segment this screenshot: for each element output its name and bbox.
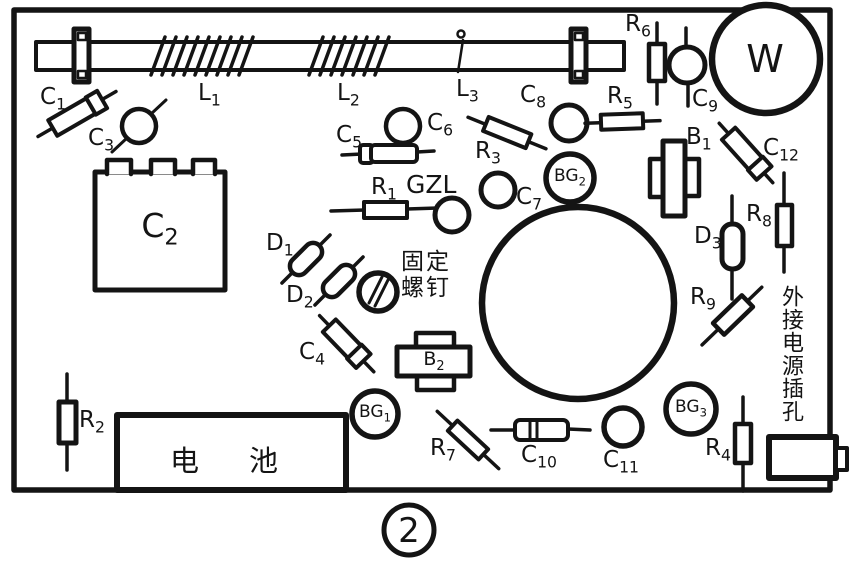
fixing-screw [356, 270, 400, 314]
label-c2: C2 [141, 205, 179, 251]
transformer-b2 [394, 330, 473, 393]
label-c3: C3 [88, 125, 115, 155]
tuning-capacitor-circle [478, 203, 678, 403]
diode-d2 [313, 255, 365, 307]
label-r6: R6 [625, 11, 651, 41]
coil-l3 [456, 29, 466, 74]
coil-l2 [307, 35, 391, 77]
capacitor-c3 [110, 98, 168, 154]
capacitor-c5 [340, 143, 436, 165]
diode-d3 [719, 194, 746, 301]
resistor-r1 [329, 200, 440, 220]
resistor-r9 [700, 285, 764, 347]
label-l3: L3 [456, 76, 479, 106]
label-l2: L2 [337, 80, 360, 110]
label-d1: D1 [266, 230, 294, 260]
transistor-bg1 [349, 388, 401, 440]
label-gzl: GZL [406, 170, 457, 199]
capacitor-c6 [383, 106, 423, 146]
capacitor-c8 [548, 102, 590, 144]
label-c5: C5 [336, 122, 363, 152]
label-r1: R1 [371, 174, 397, 204]
label-c12: C12 [763, 135, 799, 165]
label-r9: R9 [690, 284, 716, 314]
label-c7: C7 [516, 184, 543, 214]
label-external-power-jack: 外接电源插孔 [778, 285, 803, 423]
label-r4: R4 [705, 435, 731, 465]
battery-box [114, 412, 349, 493]
label-b2: B2 [423, 348, 445, 374]
coil-l1 [149, 35, 255, 77]
capacitor-c1 [36, 88, 118, 139]
resistor-r3 [466, 114, 548, 151]
label-c9: C9 [692, 86, 719, 116]
figure-number-circle [381, 502, 437, 558]
power-jack [766, 434, 849, 481]
label-l1: L1 [198, 80, 221, 110]
label-d3: D3 [694, 223, 722, 253]
label-r8: R8 [746, 201, 772, 231]
label-bg3: BG3 [675, 397, 707, 420]
capacitor-c12 [717, 121, 775, 185]
transistor-bg3 [663, 381, 719, 437]
label-d2: D2 [286, 282, 314, 312]
label-r2: R2 [79, 407, 105, 437]
capacitor-c2-block [92, 157, 228, 293]
resistor-r7 [435, 409, 501, 471]
label-screw-line2: 螺钉 [401, 275, 451, 301]
label-c1: C1 [40, 84, 67, 114]
label-bg1: BG1 [359, 402, 391, 425]
rod-clip-right [568, 26, 589, 85]
resistor-r6 [646, 21, 668, 106]
rod-clip-left [71, 26, 92, 85]
figure-number: 2 [398, 511, 420, 551]
label-b1: B1 [686, 124, 712, 154]
resistor-r8 [774, 171, 795, 274]
capacitor-c11 [601, 405, 645, 449]
capacitor-c10 [489, 418, 592, 442]
label-r7: R7 [430, 435, 456, 465]
transformer-b1 [647, 138, 702, 219]
gzl-hole [432, 195, 472, 235]
board-outline [11, 7, 833, 493]
label-screw-line1: 固定 [401, 249, 451, 275]
label-battery: 电池 [170, 444, 329, 478]
resistor-r4 [732, 395, 754, 493]
label-bg2: BG2 [554, 166, 586, 189]
potentiometer-w [708, 1, 824, 117]
label-w: W [746, 37, 784, 81]
label-r3: R3 [475, 138, 501, 168]
resistor-r5 [583, 111, 662, 132]
diode-d1 [280, 233, 332, 285]
capacitor-c9 [666, 26, 708, 108]
resistor-r2 [56, 372, 79, 472]
label-c8: C8 [520, 82, 547, 112]
label-c4: C4 [299, 339, 326, 369]
capacitor-c7 [478, 170, 518, 210]
capacitor-c4 [317, 313, 376, 374]
label-r5: R5 [607, 83, 633, 113]
transistor-bg2 [543, 151, 597, 205]
label-c10: C10 [521, 442, 557, 472]
label-c6: C6 [427, 110, 454, 140]
label-c11: C11 [603, 447, 639, 477]
